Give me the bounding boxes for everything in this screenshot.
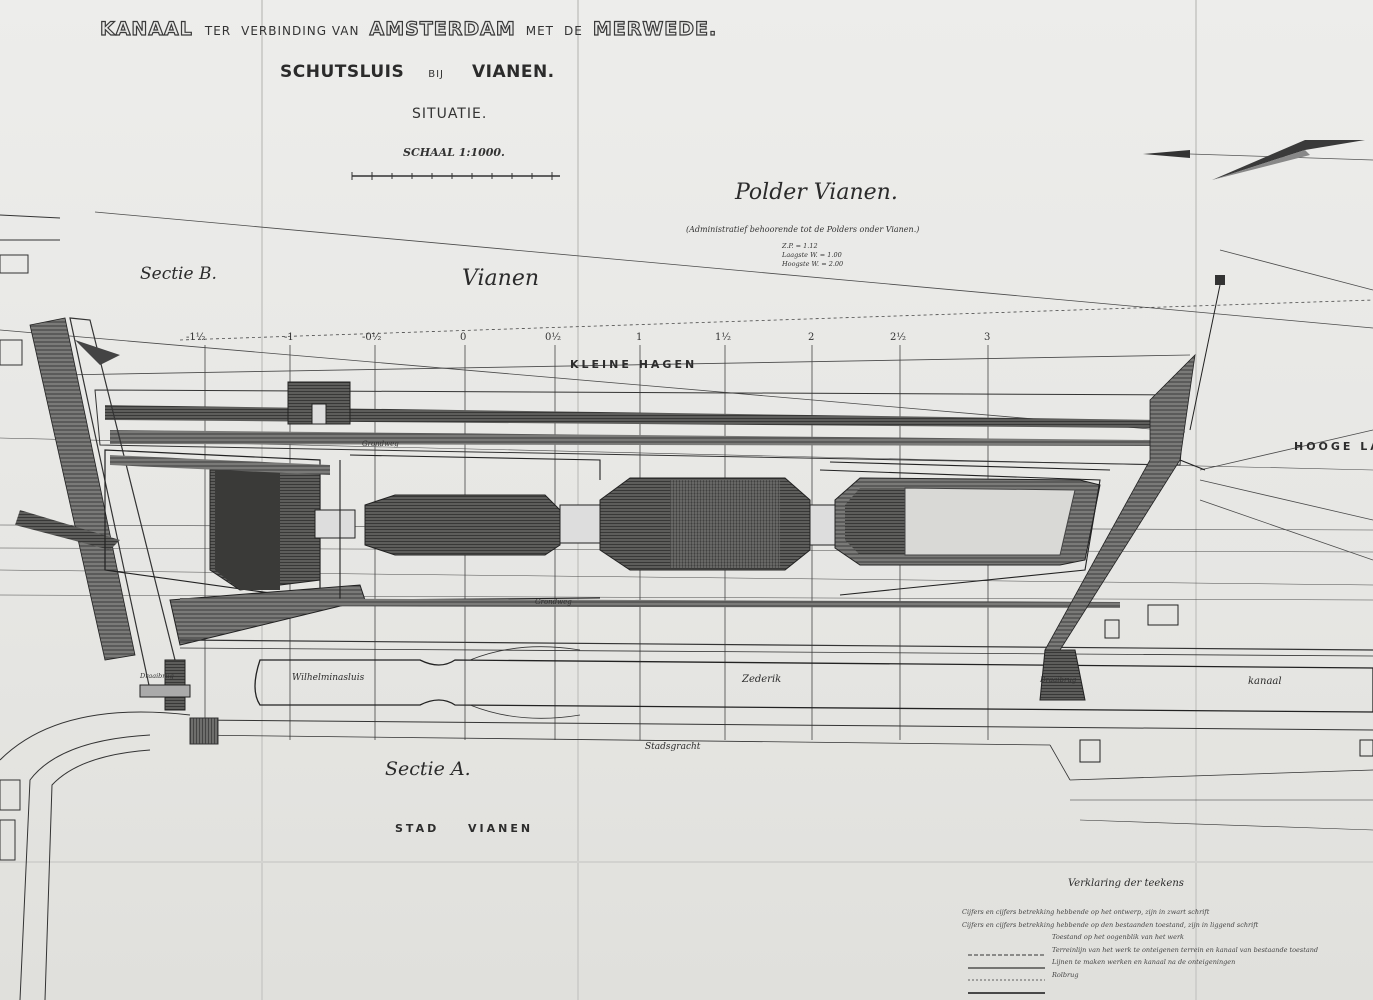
legend-item: Rolbrug [1052,970,1079,979]
title-word-verbinding: VERBINDING VAN [241,24,360,38]
legend-list: Cijfers en cijfers betrekking hebbende o… [962,906,1318,981]
polder-subtitle: (Administratief behoorende tot de Polder… [686,225,920,234]
station-label: -1 [284,332,294,343]
level-laagste: Laagste W. = 1.00 [782,251,842,259]
lock-chamber-1 [364,494,561,556]
title-word-de: DE [564,24,583,38]
legend-title: Verklaring der teekens [1068,878,1184,889]
wilhelminasluis-label: Wilhelminasluis [292,673,365,683]
kanaal-label: kanaal [1248,676,1282,687]
lock-gates [314,504,836,546]
title-word-schutsluis: SCHUTSLUIS [280,62,405,82]
title-word-bij: BIJ [428,69,444,80]
sectie-b-label: Sectie B. [140,264,217,284]
legend-item: Cijfers en cijfers betrekking hebbende o… [962,920,1259,929]
station-label: 0¹⁄₂ [545,332,562,343]
stadsgracht [189,719,1373,831]
grondweg-bottom-label: Grondweg [535,598,572,606]
east-buildings [1079,604,1373,763]
station-label: 2¹⁄₂ [890,332,907,343]
grondweg-top-label: Grondweg [362,440,399,448]
town-streets [0,711,219,1000]
station-label: 2 [808,332,815,343]
sectie-a-label: Sectie A. [385,758,471,780]
level-zp: Z.P. = 1.12 [782,242,818,250]
station-label: -1¹⁄₂ [186,332,206,343]
title-word-met: MET [525,24,554,38]
west-spur [75,340,120,365]
stad-vianen-label: STAD VIANEN [395,822,534,835]
title-word-ter: TER [204,24,232,38]
south-quay [180,598,1120,608]
polder-name: Polder Vianen. [735,180,898,205]
legend-item: Toestand op het oogenblik van het werk [1052,933,1184,941]
zederik-canal [254,646,1373,719]
scale-label: SCHAAL 1:1000. [403,146,505,159]
stadsgracht-label: Stadsgracht [645,742,701,752]
quay-lines [339,454,1111,601]
legend-item: Lijnen te maken werken en kanaal na de o… [1052,958,1236,966]
station-label: 3 [984,332,991,343]
wilhelmina-lock [139,659,191,711]
north-road [110,430,1150,446]
station-label: 0 [460,332,467,343]
title-word-merwede: MERWEDE. [592,17,718,40]
building-top [287,381,351,425]
scale-bar [351,172,560,180]
nw-buildings [0,214,61,366]
west-jetty [15,510,120,550]
title-line-2: SCHUTSLUIS BIJ VIANEN. [280,62,555,82]
title-line-1: KANAAL TER VERBINDING VAN AMSTERDAM MET … [99,17,718,40]
legend-item: Terreinlijn van het werk te onteigenen t… [1052,945,1319,954]
draaibrug-east-label: Draaibrug [1040,676,1077,684]
title-word-vianen: VIANEN. [471,62,555,82]
vianen-label: Vianen [462,266,540,291]
draaibrug-east [1039,649,1086,701]
station-label: -0¹⁄₂ [362,332,382,343]
kleine-hagen-label: KLEINE HAGEN [570,358,698,371]
north-arrow [1143,140,1373,180]
west-dike [29,317,136,661]
station-label: 1¹⁄₂ [715,332,732,343]
west-slope [169,584,366,646]
zederik-label: Zederik [742,674,782,685]
lock-chamber-2 [599,477,811,571]
polder-levels: Z.P. = 1.12 Laagste W. = 1.00 Hoogste W.… [782,242,843,269]
legend-item: Cijfers en cijfers betrekking hebbende o… [962,908,1210,916]
station-label: 1 [636,332,643,343]
lock-chamber-3 [834,477,1101,566]
draaibrug-west-label: Draaibrug [140,672,174,680]
north-dike [105,405,1160,428]
title-situatie: SITUATIE. [412,106,488,122]
hooge-land-label: HOOGE LA [1294,440,1373,453]
level-hoogste: Hoogste W. = 2.00 [782,260,844,268]
title-word-kanaal: KANAAL [99,17,193,40]
title-word-amsterdam: AMSTERDAM [369,17,516,40]
dike-outline [94,389,1186,466]
legend-samples [968,954,1045,994]
